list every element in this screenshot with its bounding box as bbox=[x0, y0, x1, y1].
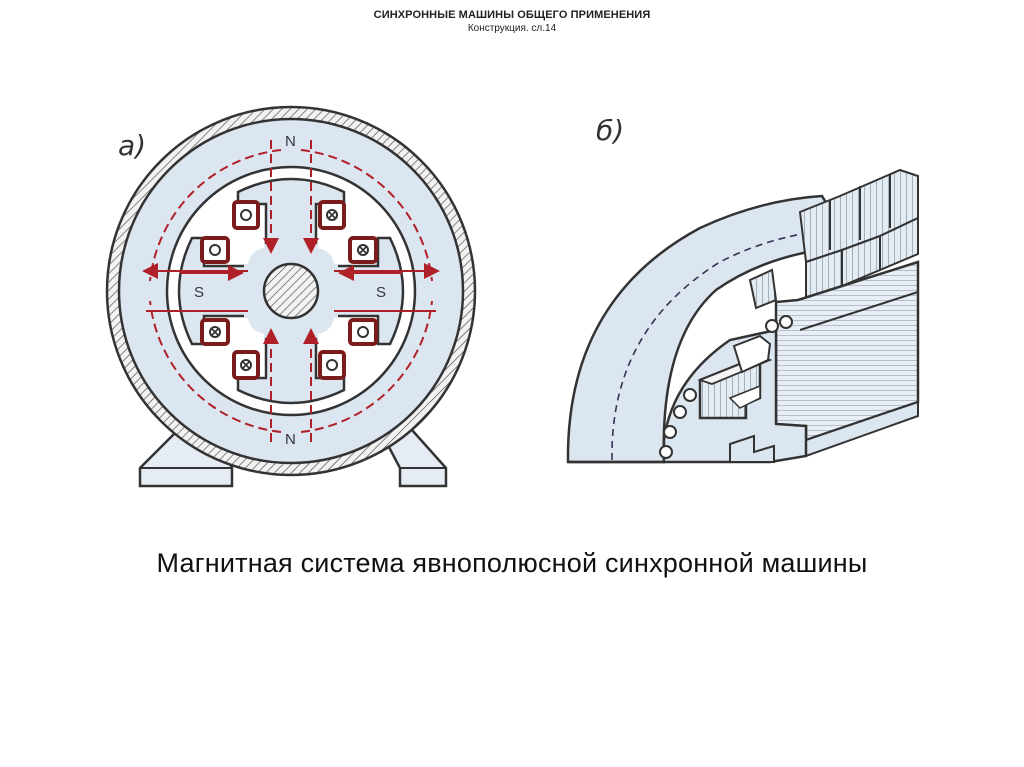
coil-cross-icon bbox=[348, 236, 378, 264]
pole-label-left: S bbox=[194, 284, 204, 301]
stator-teeth bbox=[798, 168, 919, 302]
coil-cross-icon bbox=[318, 200, 346, 230]
pole-label-right: S bbox=[376, 284, 386, 301]
figure-a-label: а) bbox=[118, 129, 146, 162]
figure-a-cross-section: а) bbox=[105, 105, 477, 488]
rotor-poles bbox=[177, 177, 405, 405]
figure-b-perspective: б) bbox=[566, 114, 920, 464]
rotor-shaft bbox=[262, 262, 320, 320]
pole-dovetail bbox=[729, 434, 775, 463]
slide-subtitle: Конструкция. сл.14 bbox=[467, 23, 557, 34]
coil-dot-icon bbox=[318, 350, 346, 380]
pole-label-bottom: N bbox=[285, 431, 296, 448]
coil-dot-icon bbox=[232, 200, 260, 230]
coil-dot-icon bbox=[200, 236, 230, 264]
field-coils bbox=[200, 200, 378, 380]
coil-cross-icon bbox=[200, 318, 230, 346]
pole-key bbox=[748, 268, 778, 310]
damper-bars bbox=[659, 315, 793, 459]
pole-label-top: N bbox=[285, 133, 296, 150]
flux-lines bbox=[142, 140, 440, 442]
figure-b-label: б) bbox=[596, 114, 624, 147]
slide-title: СИНХРОННЫЕ МАШИНЫ ОБЩЕГО ПРИМЕНЕНИЯ bbox=[373, 9, 651, 21]
coil-cross-icon bbox=[232, 350, 260, 380]
slide-header: СИНХРОННЫЕ МАШИНЫ ОБЩЕГО ПРИМЕНЕНИЯ Конс… bbox=[0, 8, 1024, 35]
stator-yoke-segment bbox=[566, 194, 855, 464]
figure-caption: Магнитная система явнополюсной синхронно… bbox=[156, 548, 868, 578]
coil-dot-icon bbox=[348, 318, 378, 346]
